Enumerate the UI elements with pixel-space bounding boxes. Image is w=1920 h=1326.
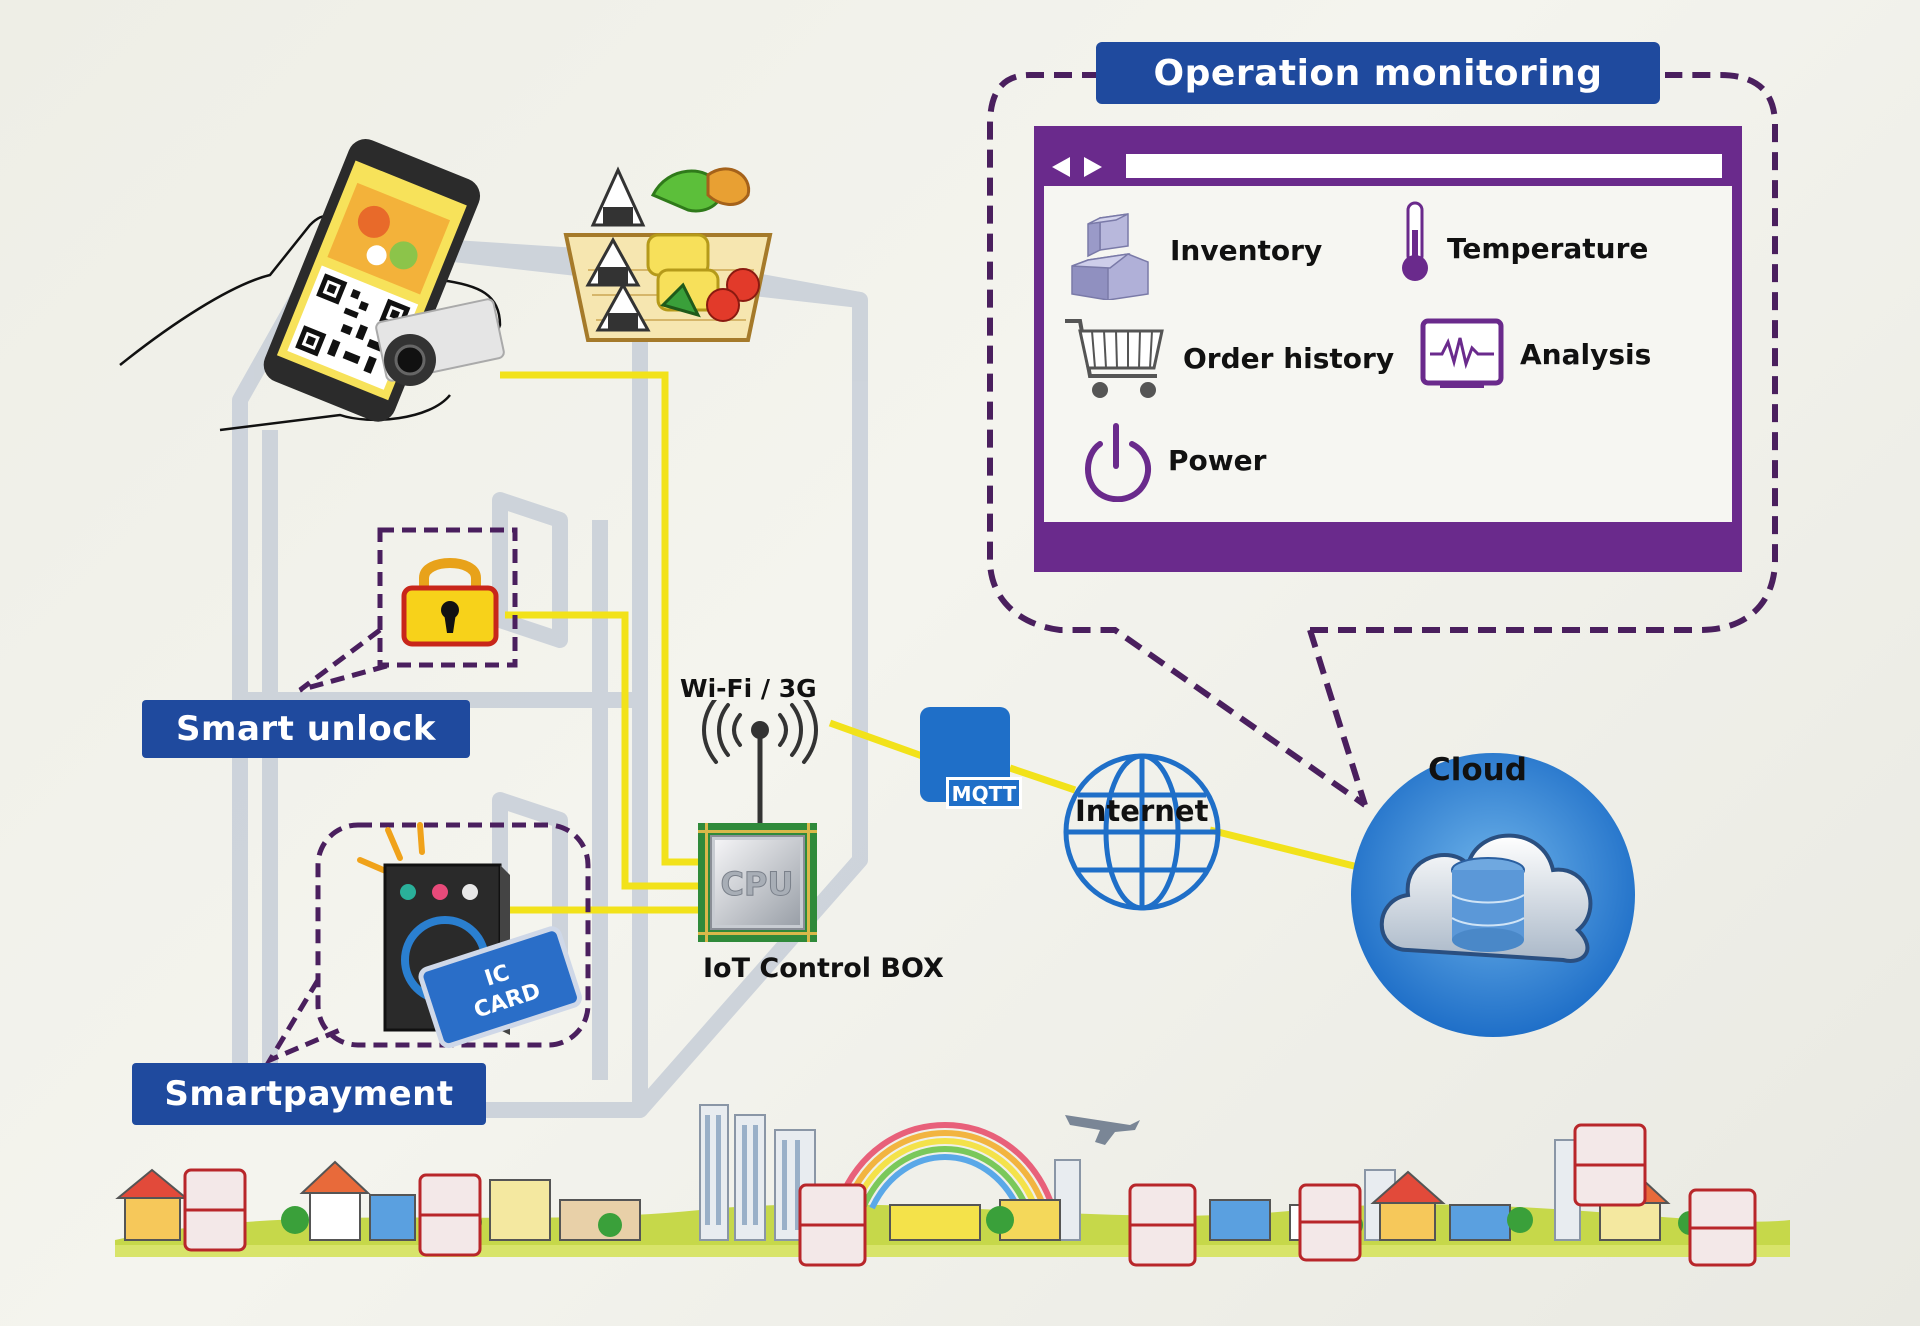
internet-label: Internet bbox=[1075, 794, 1209, 828]
temperature-label: Temperature bbox=[1447, 232, 1649, 265]
mqtt-icon: MQTT bbox=[920, 707, 1022, 809]
operation-monitoring-title: Operation monitoring bbox=[1096, 42, 1660, 104]
food-basket-icon bbox=[563, 166, 773, 342]
globe-icon bbox=[1063, 753, 1221, 911]
address-bar[interactable] bbox=[1126, 154, 1722, 178]
shopping-cart-icon bbox=[1065, 319, 1164, 398]
padlock-icon bbox=[401, 558, 499, 647]
smart-payment-label: Smartpayment bbox=[132, 1063, 486, 1125]
smart-unlock-callout bbox=[298, 527, 518, 693]
wifi-antenna-icon bbox=[702, 700, 818, 825]
card-reader-icon: IC CARD bbox=[357, 822, 582, 1049]
cloud-database-icon bbox=[1351, 753, 1635, 1037]
wire-antenna-mqtt bbox=[828, 719, 927, 761]
wire-mqtt-internet bbox=[1008, 764, 1077, 794]
mqtt-text: MQTT bbox=[952, 782, 1017, 806]
analysis-chart-icon bbox=[1420, 318, 1504, 388]
cpu-chip-icon: CPU bbox=[698, 823, 817, 942]
inventory-label: Inventory bbox=[1170, 234, 1323, 267]
power-label: Power bbox=[1168, 444, 1267, 477]
iot-control-box-label: IoT Control BOX bbox=[703, 953, 944, 984]
thermometer-icon bbox=[1402, 201, 1428, 281]
nav-arrows-icon[interactable] bbox=[1048, 154, 1108, 180]
order-history-label: Order history bbox=[1183, 342, 1395, 375]
smartphone-qr-icon bbox=[119, 139, 505, 432]
cloud-label: Cloud bbox=[1428, 752, 1527, 788]
smart-unlock-label: Smart unlock bbox=[142, 700, 470, 758]
cityscape-illustration bbox=[115, 1104, 1790, 1267]
wifi-3g-label: Wi-Fi / 3G bbox=[680, 674, 817, 703]
power-icon bbox=[1085, 423, 1152, 502]
inventory-boxes-icon bbox=[1071, 213, 1149, 300]
wire-internet-cloud bbox=[1209, 826, 1363, 872]
monitoring-window-content bbox=[1044, 186, 1732, 522]
wire-camera-cpu bbox=[500, 371, 700, 866]
analysis-label: Analysis bbox=[1520, 338, 1652, 371]
wire-lock-cpu bbox=[505, 611, 700, 890]
cpu-text: CPU bbox=[721, 865, 794, 903]
